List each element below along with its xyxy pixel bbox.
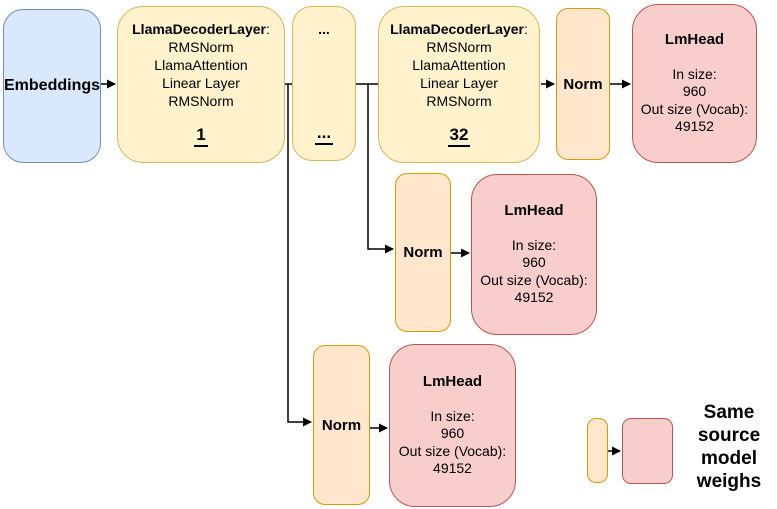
embeddings-node: Embeddings — [3, 9, 101, 163]
lmhead-middle-title: LmHead — [504, 202, 564, 220]
norm-top-label: Norm — [563, 75, 603, 93]
norm-top-node: Norm — [556, 8, 610, 160]
lmhead-top-line: 49152 — [675, 118, 714, 135]
decoder-layer-32-node: LlamaDecoderLayer: RMSNorm LlamaAttentio… — [378, 6, 540, 163]
ellipsis-top-label: ... — [318, 21, 330, 37]
ellipsis-node: ... ... — [292, 6, 356, 161]
lmhead-bottom-node: LmHead In size: 960 Out size (Vocab): 49… — [389, 344, 516, 507]
decoder-layer-32-title: LlamaDecoderLayer: — [390, 21, 528, 37]
lmhead-top-line: 960 — [682, 83, 707, 100]
legend-lmhead-swatch — [622, 418, 673, 484]
decoder-layer-1-line: RMSNorm — [168, 39, 234, 55]
legend-norm-swatch — [587, 418, 608, 483]
lmhead-bottom-line: Out size (Vocab): — [398, 442, 507, 459]
decoder-layer-32-line: RMSNorm — [426, 93, 492, 109]
lmhead-bottom-title: LmHead — [422, 373, 483, 391]
lmhead-top-title: LmHead — [664, 31, 725, 49]
legend-caption: Same source model weighs — [696, 402, 762, 492]
norm-bottom-label: Norm — [321, 416, 362, 434]
ellipsis-index: ... — [314, 123, 334, 145]
lmhead-top-line: Out size (Vocab): — [640, 100, 749, 117]
arrow-branch-to-norm-bottom — [287, 84, 312, 427]
lmhead-bottom-line: 49152 — [433, 460, 472, 477]
ellipsis-index-row: ... — [293, 123, 355, 145]
norm-middle-node: Norm — [395, 173, 451, 332]
lmhead-middle-line: In size: — [511, 236, 557, 253]
decoder-layer-1-title: LlamaDecoderLayer: — [132, 21, 270, 37]
decoder-layer-1-index: 1 — [194, 125, 208, 147]
lmhead-bottom-line: In size: — [430, 407, 475, 424]
decoder-layer-1-line: Linear Layer — [162, 75, 240, 91]
norm-middle-label: Norm — [403, 244, 443, 261]
lmhead-top-node: LmHead In size: 960 Out size (Vocab): 49… — [632, 4, 757, 163]
decoder-layer-32-index: 32 — [447, 125, 471, 147]
decoder-layer-1-line: LlamaAttention — [154, 57, 248, 73]
decoder-layer-1-index-row: 1 — [118, 125, 284, 147]
norm-bottom-node: Norm — [313, 345, 370, 505]
decoder-layer-32-line: Linear Layer — [420, 75, 498, 91]
lmhead-middle-line: 49152 — [514, 289, 554, 306]
decoder-layer-1-node: LlamaDecoderLayer: RMSNorm LlamaAttentio… — [117, 6, 285, 163]
arrow-branch-to-norm-middle — [367, 84, 394, 254]
lmhead-middle-node: LmHead In size: 960 Out size (Vocab): 49… — [471, 174, 597, 335]
decoder-layer-32-line: LlamaAttention — [412, 57, 506, 73]
lmhead-bottom-line: 960 — [440, 425, 465, 442]
decoder-layer-32-line: RMSNorm — [426, 39, 492, 55]
lmhead-middle-line: Out size (Vocab): — [480, 271, 588, 288]
decoder-layer-32-index-row: 32 — [379, 125, 539, 147]
decoder-layer-1-line: RMSNorm — [168, 93, 234, 109]
embeddings-label: Embeddings — [4, 77, 101, 94]
lmhead-top-line: In size: — [672, 65, 717, 82]
lmhead-middle-line: 960 — [522, 254, 546, 271]
